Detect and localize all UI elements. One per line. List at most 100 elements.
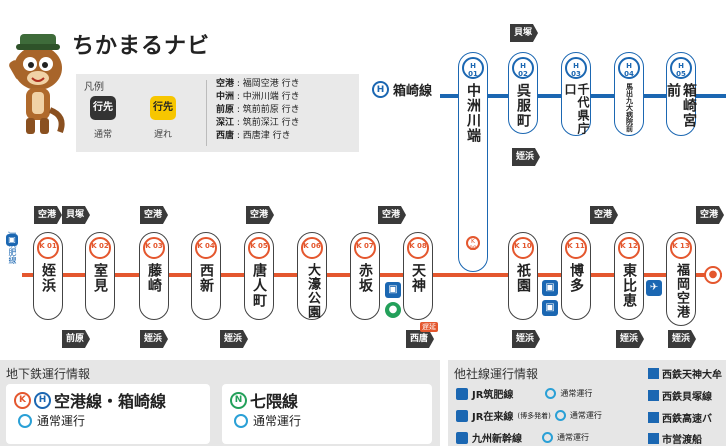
station-name: 姪浜	[40, 263, 56, 293]
station-h04[interactable]: H 04 馬出九大病院前	[614, 52, 644, 136]
hakozaki-line-label: H 箱崎線	[372, 80, 432, 99]
station-name: 祇園	[515, 263, 531, 293]
station-name: 天神	[410, 263, 426, 293]
other-status-title: 他社線運行情報	[454, 367, 539, 381]
station-k09-code: K 09	[466, 236, 480, 252]
legend-dest-row: 前原 : 筑前前原 行き	[216, 105, 300, 115]
station-code: H 01	[462, 57, 484, 79]
station-name: 馬出九大病院前	[625, 83, 634, 132]
station-k11[interactable]: K 11 博多	[561, 232, 591, 320]
jr-train-icon: ▣	[6, 234, 18, 246]
station-name: 千代県庁口	[563, 83, 590, 135]
legend-normal-badge: 行先	[90, 96, 116, 120]
subway-status-panel: 地下鉄運行情報 K H 空港線・箱崎線 通常運行 N 七隈線 通常運行	[0, 360, 440, 446]
app-title: ちかまるナビ	[72, 34, 211, 59]
station-code: K 12	[618, 237, 640, 259]
train-badge[interactable]: 姪浜	[668, 330, 697, 348]
train-badge[interactable]: 空港	[696, 206, 725, 224]
train-badge[interactable]: 姪浜	[220, 330, 249, 348]
station-code: K 13	[670, 237, 692, 259]
train-badge[interactable]: 姪浜	[512, 330, 541, 348]
train-badge[interactable]: 西唐	[406, 330, 435, 348]
normal-status-icon	[234, 413, 248, 428]
train-badge[interactable]: 姪浜	[512, 148, 541, 166]
station-name: 藤崎	[146, 263, 162, 293]
subway-line-icon: H	[372, 81, 389, 98]
train-badge[interactable]: 空港	[378, 206, 407, 224]
train-badge[interactable]: 空港	[140, 206, 169, 224]
ferry-icon	[648, 433, 659, 444]
legend-heading: 凡例	[84, 82, 104, 93]
other-status-row[interactable]: 市営渡船	[648, 431, 702, 446]
station-name: 室見	[92, 263, 108, 293]
station-k10[interactable]: K 10 祇園	[508, 232, 538, 320]
normal-status-icon	[18, 413, 32, 428]
legend-dest-row: 深江 : 筑前深江 行き	[216, 118, 300, 128]
other-status-row[interactable]: JR在来線(博多発着)通常運行	[456, 408, 602, 423]
train-badge[interactable]: 空港	[246, 206, 275, 224]
nanakuma-status-card[interactable]: N 七隈線 通常運行	[222, 384, 432, 444]
normal-status-icon	[545, 388, 557, 399]
station-code: K 04	[195, 237, 217, 259]
kuko-hakozaki-status-name: K H 空港線・箱崎線	[14, 388, 166, 412]
station-k03[interactable]: K 03 藤崎	[139, 232, 169, 320]
station-h03[interactable]: H 03 千代県庁口	[561, 52, 591, 136]
station-k13[interactable]: K 13 福岡空港	[666, 232, 696, 326]
station-h01[interactable]: H 01 中洲川端	[458, 52, 488, 272]
station-name: 福岡空港	[674, 263, 689, 319]
kuko-line-end-icon: ●	[704, 266, 722, 284]
station-k08[interactable]: K 08 天神	[403, 232, 433, 320]
normal-status-icon	[542, 432, 553, 443]
station-code: K 11	[565, 237, 587, 259]
station-code: H 05	[670, 57, 692, 79]
station-code: H 03	[565, 57, 587, 79]
station-h02[interactable]: H 02 呉服町	[508, 52, 538, 134]
train-badge[interactable]: 空港	[590, 206, 619, 224]
other-status-row[interactable]: 西鉄貝塚線	[648, 388, 712, 403]
nanakuma-line-icon: N	[230, 391, 247, 409]
other-status-row[interactable]: JR筑肥線通常運行	[456, 386, 592, 401]
station-code: K 02	[89, 237, 111, 259]
nishitetsu-icon	[648, 368, 659, 379]
nanakuma-status: 通常運行	[234, 412, 301, 429]
station-name: 西新	[198, 263, 214, 293]
other-status-row[interactable]: 九州新幹線通常運行	[456, 430, 589, 445]
nanakuma-transfer-icon: ●	[385, 302, 401, 318]
legend-normal-caption: 通常	[93, 130, 112, 140]
train-badge[interactable]: 貝塚	[62, 206, 91, 224]
station-k04[interactable]: K 04 西新	[191, 232, 221, 320]
station-h05[interactable]: H 05 箱崎宮前	[665, 52, 697, 136]
station-code: K 06	[301, 237, 323, 259]
station-code: K 03	[143, 237, 165, 259]
legend-dest-row: 西唐 : 西唐津 行き	[216, 131, 291, 141]
train-badge[interactable]: 前原	[62, 330, 91, 348]
subway-status-title: 地下鉄運行情報	[6, 367, 91, 381]
other-status-row[interactable]: 西鉄高速バ	[648, 410, 712, 425]
jr-icon	[456, 431, 468, 444]
delay-tag: 遅延	[420, 322, 438, 332]
bus-transfer-icon: ▣	[385, 282, 401, 298]
station-name: 赤坂	[357, 263, 373, 293]
station-name: 博多	[568, 263, 584, 293]
airplane-icon: ✈	[646, 280, 662, 296]
train-badge[interactable]: 貝塚	[510, 24, 539, 42]
legend-panel: 凡例 行先 通常 行先 遅れ 空港 : 福岡空港 行き 中洲 : 中洲川端 行き…	[76, 74, 359, 152]
station-k02[interactable]: K 02 室見	[85, 232, 115, 320]
kuko-line-icon: K	[14, 391, 31, 409]
legend-dest-row: 空港 : 福岡空港 行き	[216, 79, 300, 89]
station-code: K 05	[248, 237, 270, 259]
train-badge[interactable]: 姪浜	[616, 330, 645, 348]
bus-terminal-icon: ▣	[542, 300, 558, 316]
station-name: 呉服町	[515, 83, 531, 128]
station-code: K 08	[407, 237, 429, 259]
other-status-row[interactable]: 西鉄天神大牟	[648, 366, 722, 381]
kuko-hakozaki-status-card[interactable]: K H 空港線・箱崎線 通常運行	[6, 384, 210, 444]
train-badge[interactable]: 空港	[34, 206, 63, 224]
station-code: K 10	[512, 237, 534, 259]
train-badge[interactable]: 姪浜	[140, 330, 169, 348]
